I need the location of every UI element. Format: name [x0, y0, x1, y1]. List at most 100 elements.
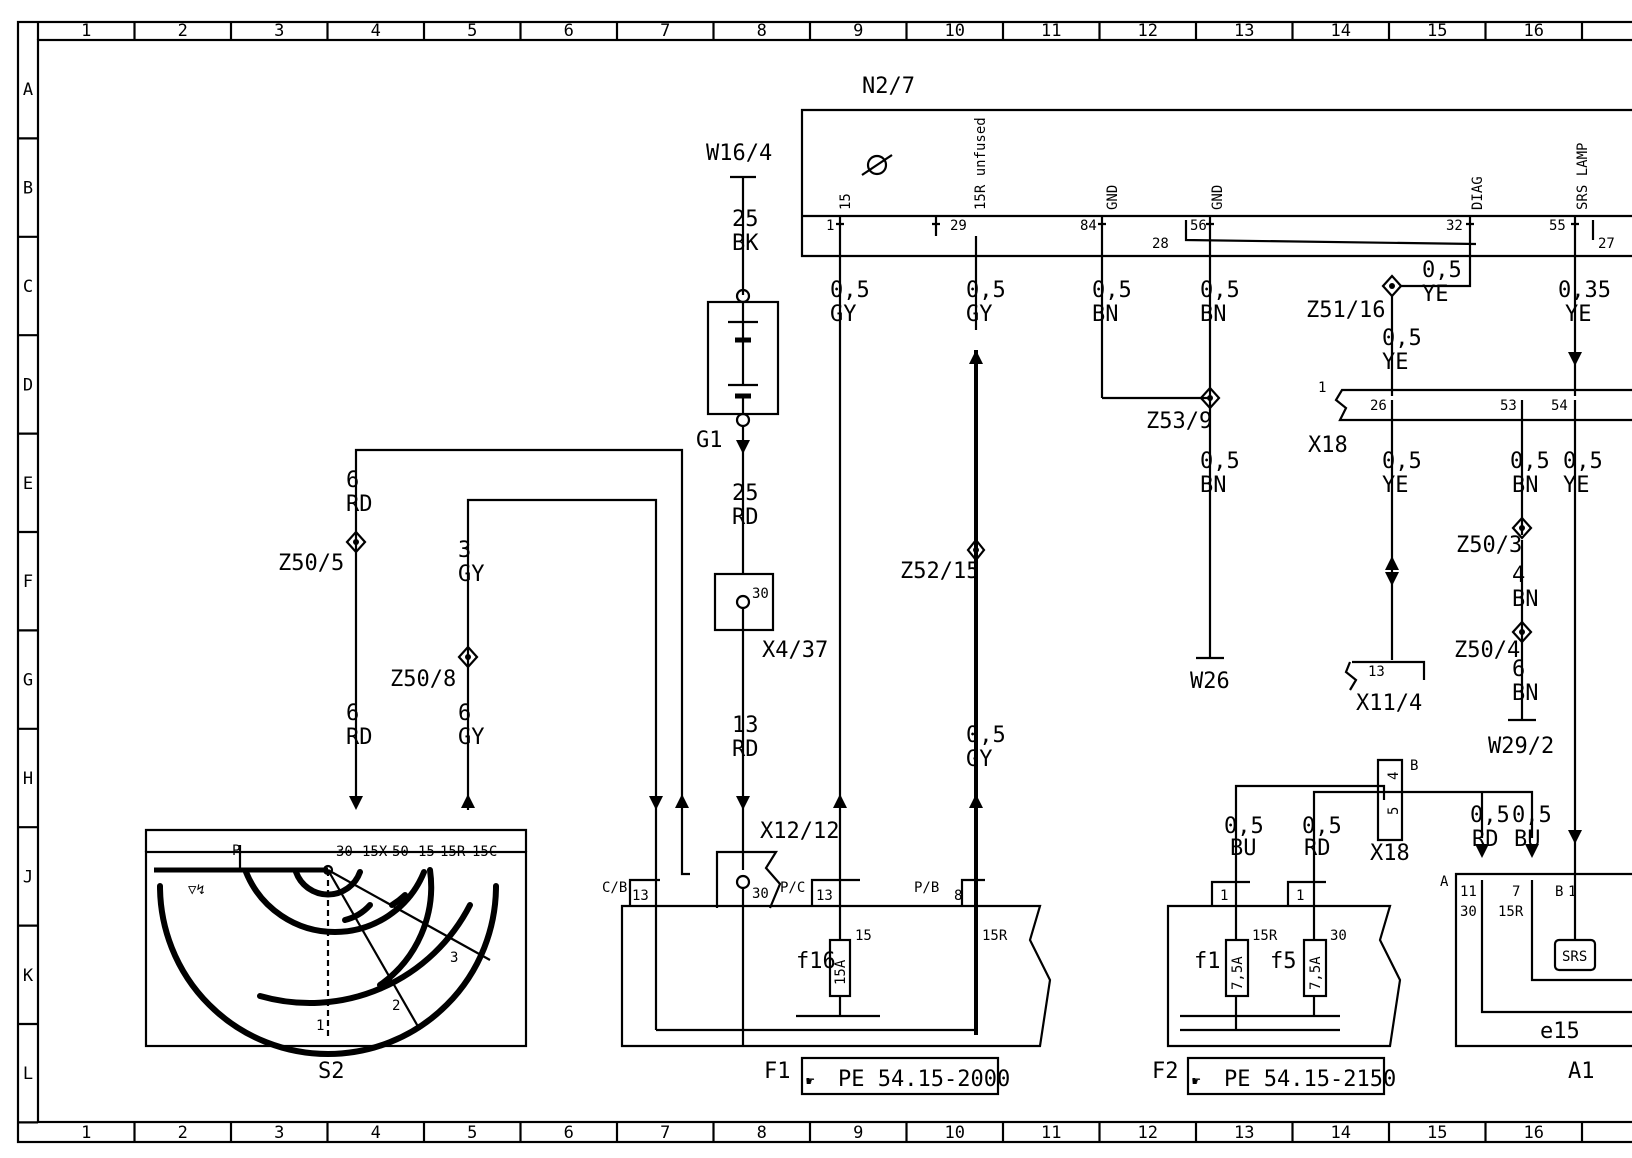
grid-column-label: 12: [1138, 21, 1158, 41]
pin-name: 15: [838, 193, 854, 210]
wire-color: BN: [1512, 681, 1539, 706]
wire-size: 13: [732, 713, 759, 738]
connector-id: B: [1410, 758, 1418, 774]
n2-7-unit: N2/7 15 15R unfused GND GND DIAG SRS LAM…: [800, 74, 1632, 258]
wire-color: YE: [1422, 282, 1449, 307]
grid-column-label: 2: [178, 1123, 188, 1143]
x11-4-label: X11/4: [1356, 691, 1422, 716]
wire-color: BN: [1200, 302, 1227, 327]
splice-label: Z51/16: [1306, 298, 1385, 323]
pin-name: P: [232, 843, 240, 859]
wire-size: 6: [458, 701, 471, 726]
connector-id: C/B: [602, 880, 627, 896]
x12-12-label: X12/12: [760, 819, 839, 844]
wire-size: 0,5: [1302, 814, 1342, 839]
wire-size: 0,5: [1512, 803, 1552, 828]
wire-size: 0,5: [1224, 814, 1264, 839]
wire-size: 4: [1512, 563, 1525, 588]
pin-number: 30: [752, 586, 769, 602]
a1-label: A1: [1568, 1059, 1595, 1084]
f2-label: F2: [1152, 1059, 1179, 1084]
grid-column-label: 9: [853, 21, 863, 41]
wire-size: 25: [732, 207, 759, 232]
x18-connector: 1 26 53 54 X18: [1308, 380, 1632, 874]
pin-name: GND: [1210, 185, 1226, 210]
splice-label: Z53/9: [1146, 409, 1212, 434]
wire-diag: 0,5 YE Z51/16 0,5 YE: [1306, 236, 1472, 396]
wire-pin15: 0,5 GY: [830, 236, 870, 880]
wire-color: YE: [1382, 350, 1409, 375]
wire-size: 0,5: [1200, 449, 1240, 474]
wire-color: RD: [346, 725, 373, 750]
wire-size: 0,5: [1422, 258, 1462, 283]
pin-name: 50: [392, 844, 409, 860]
grid-column-label: 15: [1427, 21, 1447, 41]
pin-number: 1: [1296, 888, 1304, 904]
f1-fuse-box: C/B 13 P/C 13 P/B 8 15A f16 15 15R F1 ☛ …: [602, 878, 1052, 1096]
grid-row-label: A: [23, 80, 33, 100]
wire-size: 0,35: [1558, 278, 1611, 303]
grid-column-label: 5: [467, 21, 477, 41]
grid-column-label: 3: [274, 21, 284, 41]
splice-label: Z50/4: [1454, 638, 1520, 663]
wire-color: RD: [732, 737, 759, 762]
splice-label: Z52/15: [900, 559, 979, 584]
grid-column-label: 11: [1041, 21, 1061, 41]
grid-row-label: K: [23, 966, 34, 986]
fuse-name: f1: [1194, 949, 1221, 974]
wire-color: RD: [732, 505, 759, 530]
s2-label: S2: [318, 1059, 345, 1084]
f2-fuse-box: B 4 5 X18 0,5 BU 0,5 RD 1 1 7,5A f1 15R …: [1152, 758, 1534, 1096]
pin-name: 15R unfused: [973, 117, 989, 210]
pin-number: 30: [1330, 928, 1347, 944]
pin-name: 15: [418, 844, 435, 860]
grid-column-label: 13: [1234, 1123, 1254, 1143]
a1-instrument-cluster: 0,5 RD 0,5 BU A 11 30 7 15R B 1 SRS e15 …: [1440, 803, 1632, 1084]
w29-2-label: W29/2: [1488, 734, 1554, 759]
pin-number: 15: [855, 928, 872, 944]
grid-column-label: 16: [1524, 1123, 1544, 1143]
wire-color: BN: [1512, 473, 1539, 498]
splice-label: Z50/5: [278, 551, 344, 576]
grid-row-label: B: [23, 179, 33, 199]
grid-column-label: 11: [1041, 1123, 1061, 1143]
grid-row-label: L: [23, 1064, 33, 1084]
pin-number: 13: [632, 888, 649, 904]
pin-number: 11: [1460, 884, 1477, 900]
grid-column-label: 8: [757, 1123, 767, 1143]
grid-column-label: 7: [660, 1123, 670, 1143]
wire-size: 25: [732, 481, 759, 506]
wire-color: BN: [1200, 473, 1227, 498]
grid-column-label: 16: [1524, 21, 1544, 41]
grid-column-label: 14: [1331, 1123, 1351, 1143]
pin-name: 15X: [362, 844, 388, 860]
pin-number: 1: [1318, 380, 1326, 396]
wire-gy: 3 GY Z50/8 6 GY: [390, 498, 663, 890]
wire-color: BU: [1230, 836, 1257, 861]
pin-number: 1: [1220, 888, 1228, 904]
x4-37-label: X4/37: [762, 638, 828, 663]
wire-size: 0,5: [830, 278, 870, 303]
splice-label: Z50/8: [390, 667, 456, 692]
pin-number: 4: [1386, 772, 1402, 780]
srs-badge: SRS: [1562, 949, 1587, 965]
connector-id: P/B: [914, 880, 939, 896]
grid-row-label: F: [23, 572, 33, 592]
wire-color: GY: [830, 302, 857, 327]
pin-number: 15R: [1252, 928, 1278, 944]
connector-id: P/C: [780, 880, 805, 896]
reference-icon: ☛: [1192, 1074, 1201, 1090]
grid-column-label: 6: [564, 21, 574, 41]
fuse-rating: 15A: [833, 959, 849, 985]
splice-label: Z50/3: [1456, 533, 1522, 558]
grid-row-label: E: [23, 474, 33, 494]
pin-name: 30: [1460, 904, 1477, 920]
grid-column-label: 10: [945, 21, 965, 41]
wire-color: RD: [1304, 836, 1331, 861]
s2-ignition-switch: P 30 15X 50 15 15R 15C ▽↯ 1 2 3 S2: [144, 828, 528, 1084]
wire-size: 0,5: [1382, 449, 1422, 474]
w16-4-label: W16/4: [706, 141, 772, 166]
connector-id: A: [1440, 874, 1449, 890]
